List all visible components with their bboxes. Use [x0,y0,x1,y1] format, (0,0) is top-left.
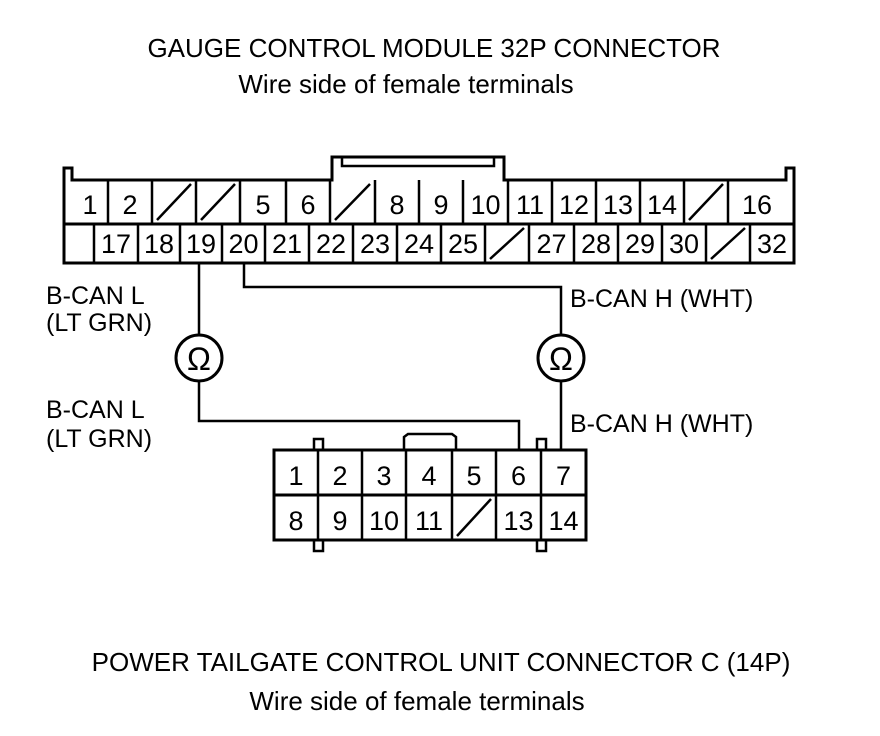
bottom-connector-tab [535,437,548,452]
wire-b-can-l-lower [197,381,521,450]
top-pin-label: 10 [470,190,500,220]
top-pin-label: 27 [536,229,566,259]
ohm-icon: Ω [549,341,573,377]
top-pin-label: 13 [603,190,633,220]
top-row1-separators [106,180,730,224]
top-pin-label: 6 [300,190,315,220]
top-pin-label: 23 [360,229,390,259]
bottom-connector-tab [312,437,325,452]
bottom-pin-label: 7 [556,461,571,491]
ohmmeter-circle [174,333,224,383]
wire-label-b-can-l-lower-name: B-CAN L [46,396,145,424]
top-pin-label: 32 [757,229,787,259]
bottom-pin-label: 1 [288,461,303,491]
top-pin-label: 2 [122,190,137,220]
top-connector-title: GAUGE CONTROL MODULE 32P CONNECTOR [147,33,720,63]
wire-label-b-can-h-upper: B-CAN H (WHT) [570,285,753,313]
empty-cavity-slash [456,498,492,537]
top-pin-label: 11 [516,190,544,220]
bottom-pin-label: 14 [548,506,578,536]
top-pin-label: 22 [316,229,346,259]
bottom-connector-tab [312,538,325,553]
top-pin-label: 1 [82,190,97,220]
empty-cavity-slash [200,183,236,221]
top-row2-pins: 17 18 19 20 21 22 23 24 25 27 28 29 30 32 [101,227,787,260]
top-pin-label: 25 [448,229,478,259]
bottom-pin-label: 3 [376,461,391,491]
top-row2-separators [92,224,752,263]
wire-b-can-h-upper [242,263,563,335]
bottom-connector-title: POWER TAILGATE CONTROL UNIT CONNECTOR C … [92,647,791,677]
bottom-pin-label: 11 [415,506,443,536]
bottom-pin-label: 6 [511,461,526,491]
empty-cavity-slash [489,227,525,260]
top-pin-label: 17 [101,229,131,259]
bottom-pin-label: 13 [503,506,533,536]
top-connector-latch [340,155,496,168]
wiring [197,263,563,450]
bottom-pin-label: 10 [369,506,399,536]
bottom-pin-label: 8 [288,506,303,536]
top-pin-label: 29 [625,229,655,259]
top-pin-label: 21 [272,229,302,259]
top-pin-label: 14 [647,190,677,220]
empty-cavity-slash [688,183,724,221]
top-pin-label: 24 [404,229,434,259]
empty-cavity-slash [334,183,371,221]
top-pin-label: 18 [144,229,174,259]
wire-label-b-can-l-lower-color: (LT GRN) [46,425,152,453]
top-pin-label: 12 [559,190,589,220]
bottom-connector-subtitle: Wire side of female terminals [249,686,584,716]
empty-cavity-slash [710,227,746,260]
ohmmeter-circle [536,333,586,383]
ohmmeter-right: Ω [536,333,586,383]
wire-label-b-can-l-upper-name: B-CAN L [46,282,145,310]
ohm-icon: Ω [187,341,211,377]
ohmmeter-left: Ω [174,333,224,383]
empty-cavity-slash [156,183,192,221]
top-pin-label: 8 [389,190,404,220]
bottom-pin-label: 5 [466,461,481,491]
wire-label-b-can-l-upper-color: (LT GRN) [46,309,152,337]
bottom-pin-label: 2 [332,461,347,491]
bottom-pin-label: 9 [332,506,347,536]
wire-label-b-can-h-lower: B-CAN H (WHT) [570,410,753,438]
top-pin-label: 20 [228,229,258,259]
top-connector-shell [62,155,796,265]
top-pin-label: 19 [186,229,216,259]
top-pin-label: 9 [433,190,448,220]
bottom-connector-separators [316,450,543,540]
bottom-pin-label: 4 [421,461,436,491]
top-pin-label: 28 [581,229,611,259]
top-pin-label: 30 [669,229,699,259]
bottom-connector-latch [402,432,458,450]
top-pin-label: 5 [255,190,270,220]
bottom-connector-tab [535,538,548,553]
top-pin-label: 16 [742,190,772,220]
top-connector-subtitle: Wire side of female terminals [238,69,573,99]
